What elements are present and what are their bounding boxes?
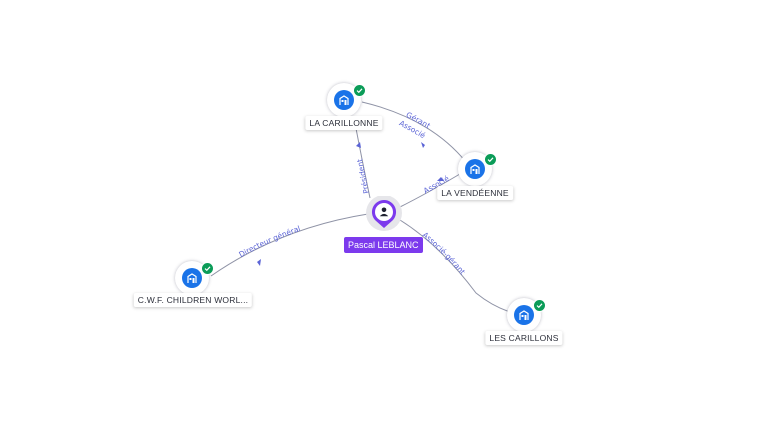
company-label-la-carillonne[interactable]: LA CARILLONNE [305, 116, 383, 130]
company-node-cwf-children[interactable] [173, 259, 214, 299]
company-node-les-carillons[interactable] [505, 296, 546, 336]
company-label-cwf-children[interactable]: C.W.F. CHILDREN WORL... [133, 293, 253, 307]
edge-arrow [437, 177, 444, 181]
company-node-la-vendeenne[interactable] [456, 150, 497, 190]
company-building-icon [465, 159, 485, 179]
person-node[interactable] [366, 196, 402, 242]
verified-check-icon [201, 262, 214, 275]
edge-label-directeur-general: Directeur général [237, 224, 301, 259]
person-label[interactable]: Pascal LEBLANC [344, 237, 423, 253]
company-label-les-carillons[interactable]: LES CARILLONS [485, 331, 563, 345]
company-label-la-vendeenne[interactable]: LA VENDÉENNE [437, 186, 513, 200]
person-icon [379, 207, 389, 217]
company-building-icon [182, 268, 202, 288]
company-building-icon [334, 90, 354, 110]
edge-arrow [257, 259, 261, 266]
edge-label-associe-gerant: Associé-gérant [421, 230, 467, 276]
edge-arrow [356, 142, 361, 148]
verified-check-icon [353, 84, 366, 97]
edge-arrow [421, 142, 425, 148]
company-node-la-carillonne[interactable] [325, 81, 366, 121]
verified-check-icon [484, 153, 497, 166]
company-building-icon [514, 305, 534, 325]
verified-check-icon [533, 299, 546, 312]
edge-label-president: Président [355, 158, 371, 194]
